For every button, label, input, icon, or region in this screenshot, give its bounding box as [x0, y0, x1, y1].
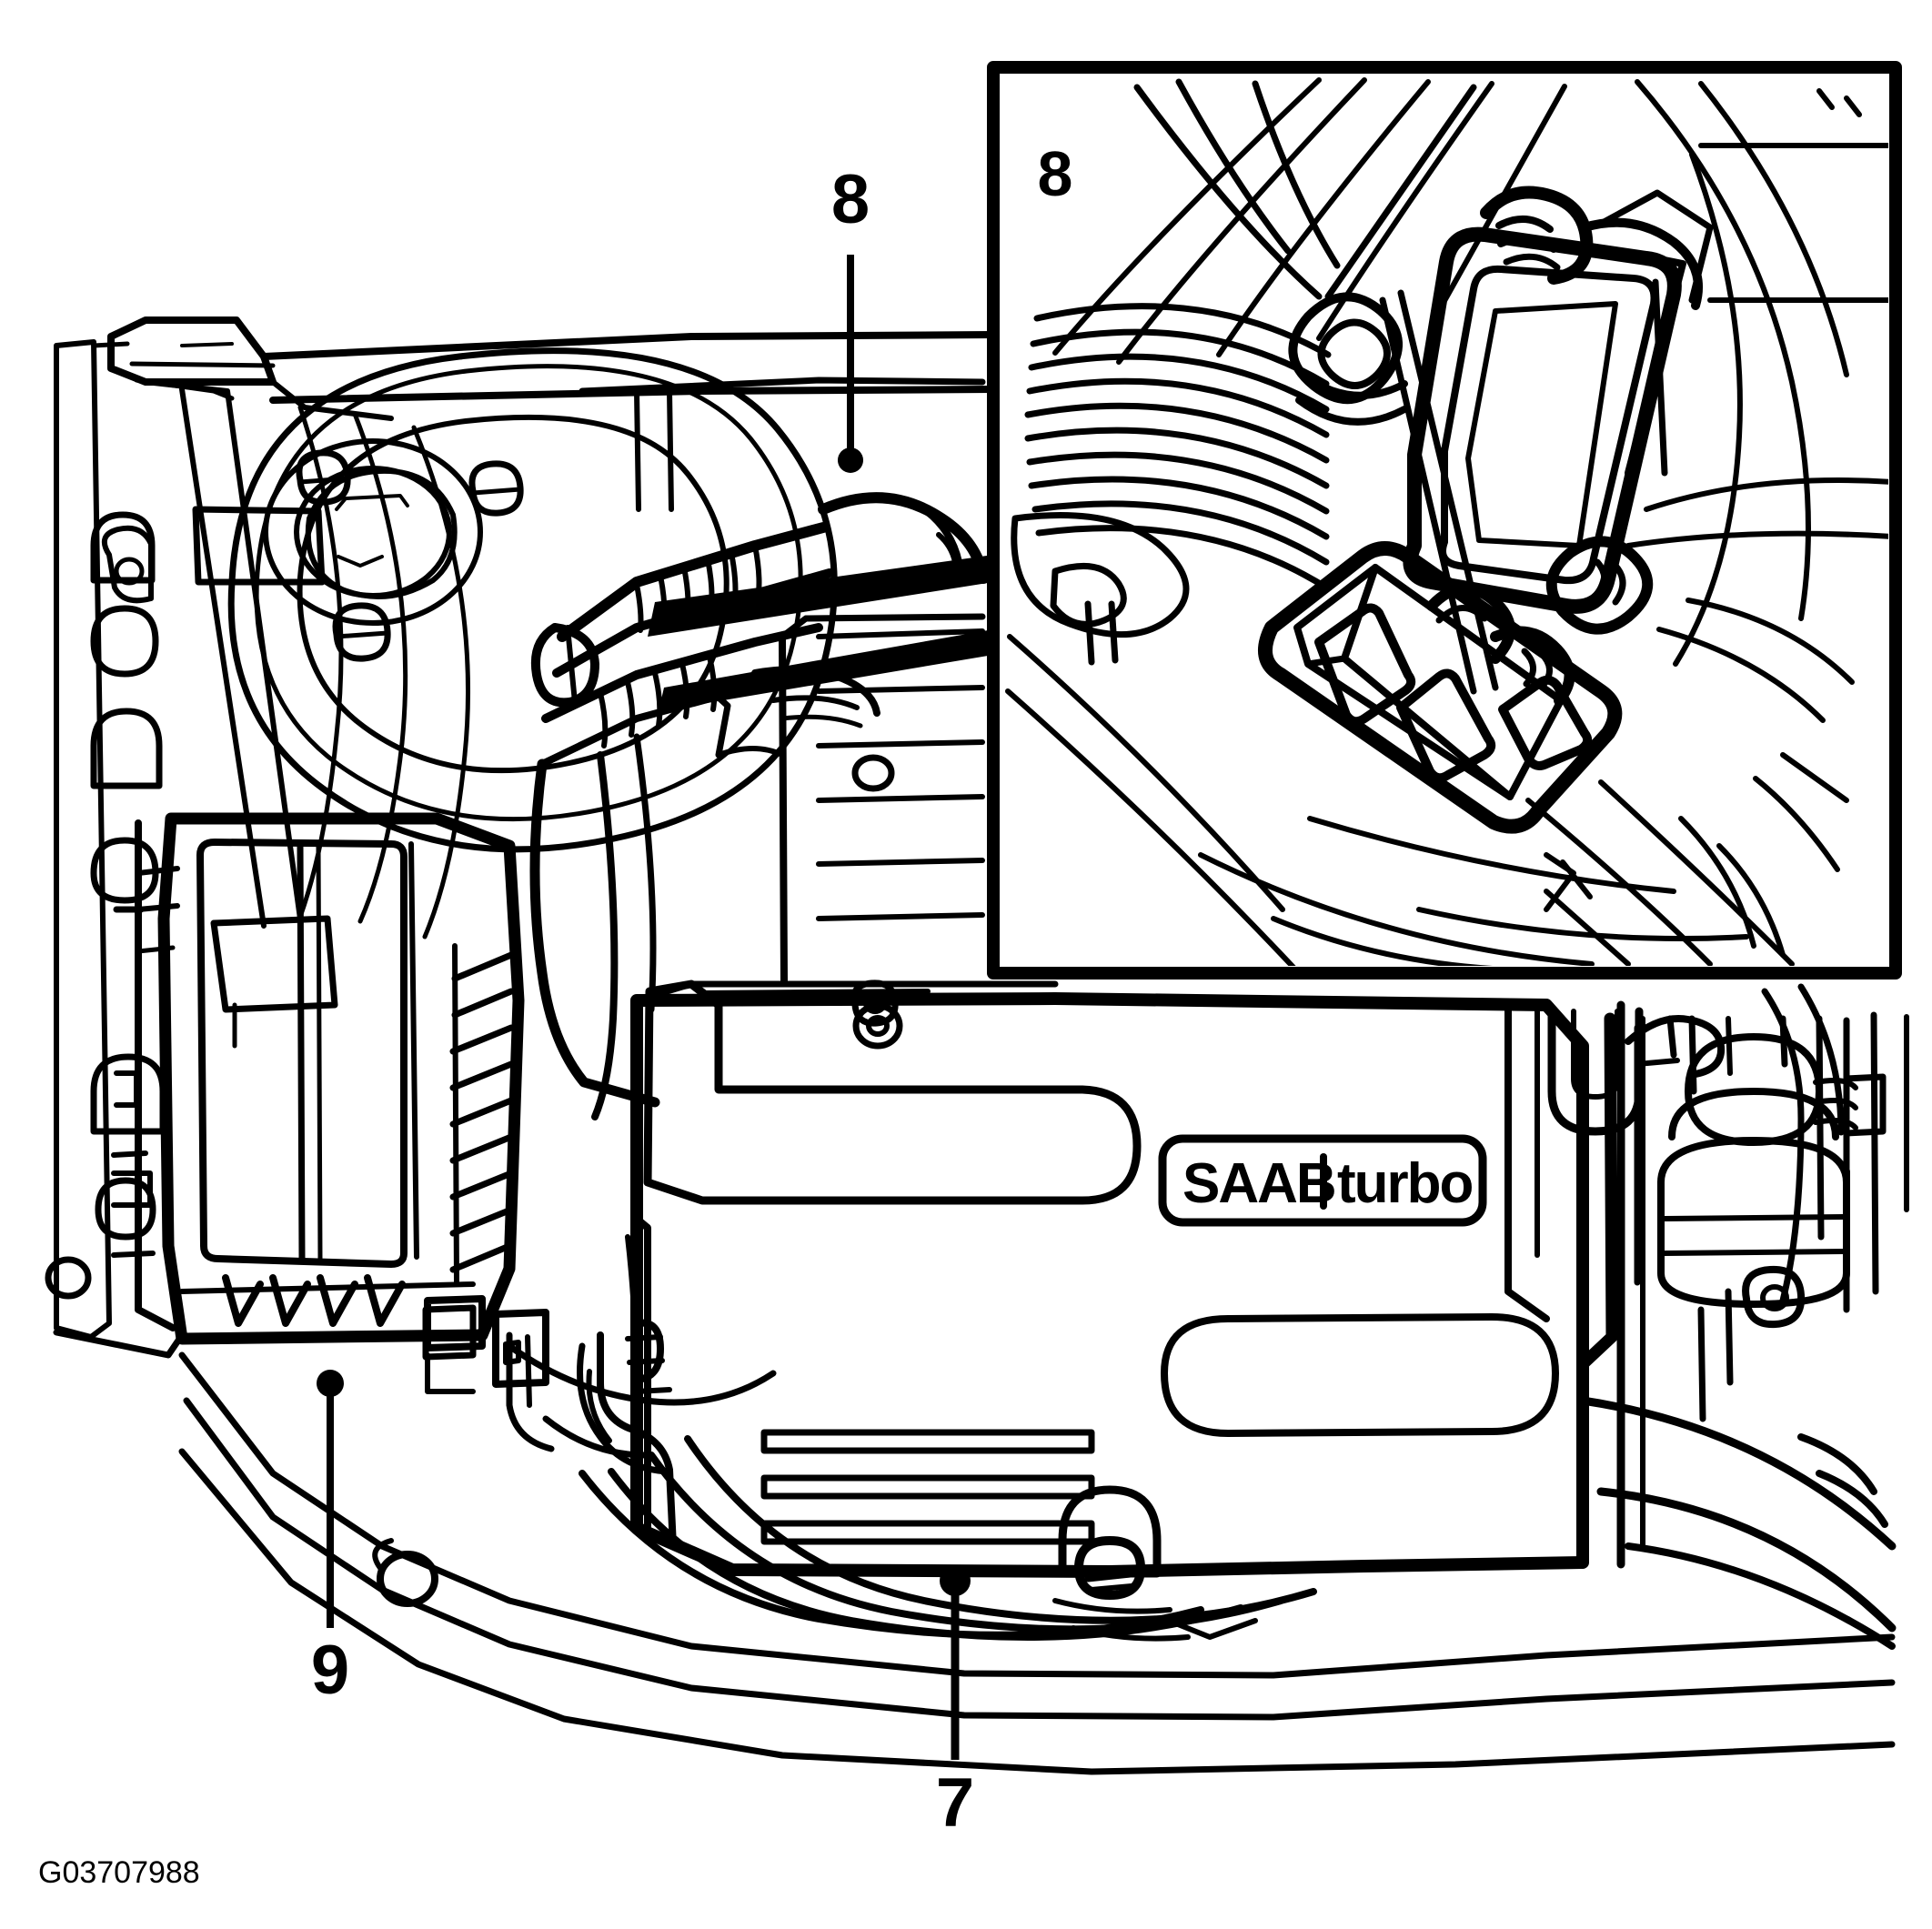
badge-brand-text: SAAB	[1182, 1152, 1335, 1215]
callout-9: 9	[311, 1370, 349, 1709]
callout-8-number: 8	[831, 161, 870, 238]
lower-apron	[178, 1351, 1896, 1775]
callout-8-dot	[838, 447, 863, 473]
pointer-wedges	[648, 555, 993, 711]
callout-layer: 8 9 7 8	[311, 138, 1073, 1842]
hose-bundle	[424, 1295, 1317, 1642]
callout-8: 8	[831, 161, 870, 473]
inset-detail-box	[987, 61, 1902, 980]
figure-id-label: G03707988	[38, 1855, 200, 1890]
radiator-support	[107, 316, 997, 421]
callout-9-dot	[317, 1370, 344, 1397]
upper-pointer-to-inset	[648, 555, 993, 637]
right-harness	[1504, 1000, 1645, 1569]
fender-rail	[45, 339, 186, 1359]
callout-7-number: 7	[936, 1764, 974, 1842]
callout-7-dot	[940, 1565, 971, 1596]
saab-turbo-badge	[1158, 1134, 1487, 1227]
callout-7: 7	[936, 1565, 974, 1842]
badge-text-layer: SAAB turbo	[1182, 1152, 1474, 1215]
engine-block-rear	[579, 377, 986, 1027]
strut-brace	[101, 379, 338, 1049]
callout-9-number: 9	[311, 1632, 349, 1709]
lower-pointer-to-inset	[659, 629, 993, 711]
air-cleaner-housing	[111, 812, 525, 1394]
badge-model-text: turbo	[1337, 1152, 1473, 1215]
right-pipes-and-brackets	[1547, 983, 1909, 1650]
inset-callout-number: 8	[1038, 138, 1073, 209]
